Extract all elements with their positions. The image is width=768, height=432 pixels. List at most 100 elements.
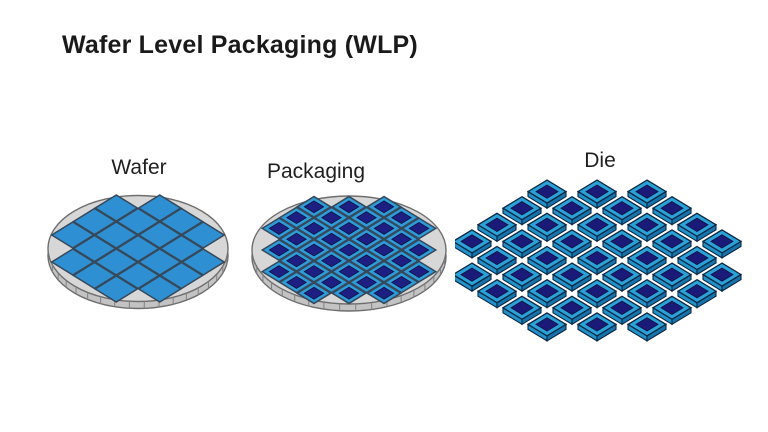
packaged-die [348,228,385,251]
die-site [50,248,96,276]
die-site [137,194,183,222]
die-site [180,221,226,249]
die-site [93,248,139,276]
packaged-die [383,271,420,294]
die [676,245,718,276]
packaged-wafer [251,195,447,312]
die-site [180,248,226,276]
die-site [72,234,117,263]
packaged-die [400,217,438,240]
die [576,278,618,309]
packaged-die [400,238,438,262]
die [601,229,643,259]
packaged-die [278,228,315,251]
die [601,295,643,326]
die [701,229,743,259]
packaged-die [365,260,403,283]
die-site [137,275,183,303]
die [626,245,668,276]
die-site [115,261,161,290]
packaged-die [295,260,333,283]
packaged-die [348,249,385,272]
packaged-die [313,228,350,251]
die-site [93,194,139,222]
packaged-die [295,282,333,305]
packaged-die [383,249,420,272]
die [576,245,618,276]
die-site [137,248,183,276]
die [455,229,493,259]
wafer-label: Wafer [111,156,167,179]
die [576,179,618,210]
die-site [115,234,161,263]
die [626,278,668,309]
packaged-die [383,206,420,229]
packaged-die [365,195,403,218]
die [526,278,568,309]
die [676,212,718,243]
die [526,212,568,243]
die [651,229,693,259]
page-title: Wafer Level Packaging (WLP) [62,31,418,59]
wafer-diagram [47,194,229,310]
die [626,212,668,243]
die [701,262,743,293]
packaged-die [330,238,368,262]
packaged-die [278,206,315,229]
packaged-die [365,282,403,305]
packaged-die [295,217,333,240]
die [601,195,643,226]
packaged-die [330,282,368,305]
die-site [115,207,161,236]
bare-wafer [47,194,229,310]
die [526,245,568,276]
die [651,262,693,293]
die-site [159,234,204,263]
die [526,312,568,342]
die [501,262,543,293]
die [651,195,693,226]
packaging-diagram [251,195,447,312]
packaged-die [260,238,298,262]
die [651,295,693,326]
die [501,295,543,326]
die-site [72,207,117,236]
packaging-label: Packaging [266,160,366,183]
die [551,229,593,259]
die [551,195,593,226]
die [626,312,668,342]
singulated-dies [455,179,743,342]
die [576,312,618,342]
die [476,278,518,309]
die [676,278,718,309]
die-cluster-diagram [455,179,743,342]
packaged-die [365,217,403,240]
die [501,195,543,226]
packaged-die [348,206,385,229]
die [576,212,618,243]
packaged-die [313,271,350,294]
packaged-die [330,195,368,218]
packaged-die [295,195,333,218]
die-label: Die [584,149,616,172]
die [476,245,518,276]
die [526,179,568,210]
die [601,262,643,293]
packaged-die [400,260,438,283]
die-site [93,275,139,303]
packaged-die [313,206,350,229]
die [455,262,493,293]
die [551,262,593,293]
packaged-die [278,249,315,272]
packaged-die [330,260,368,283]
packaged-die [365,238,403,262]
die-site [137,221,183,249]
die [626,179,668,210]
die-site [50,221,96,249]
packaged-die [260,217,298,240]
die [551,295,593,326]
packaged-die [295,238,333,262]
die-site [159,207,204,236]
packaged-die [348,271,385,294]
